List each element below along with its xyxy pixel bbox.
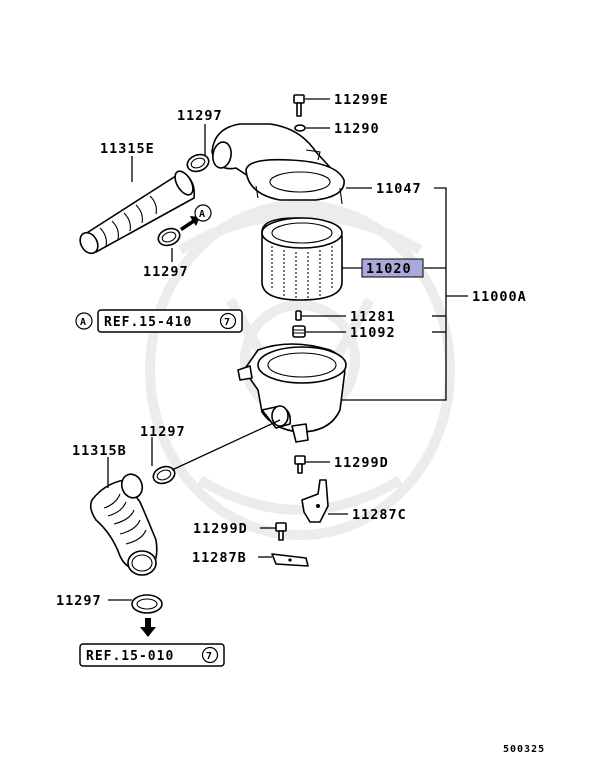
- label-11297-mid: 11297: [140, 424, 186, 440]
- reference-a-marker-text: A: [80, 317, 87, 328]
- reference-bottom-circled-text: 7: [206, 651, 213, 662]
- bracket-11287c: [301, 479, 329, 523]
- clamp-11297-mid: [152, 465, 176, 485]
- grommet-11281: [295, 310, 302, 321]
- label-11020: 11020: [366, 261, 412, 277]
- label-11047: 11047: [376, 181, 422, 197]
- bracket-11287b: [271, 553, 309, 567]
- label-11297-upper-left: 11297: [143, 264, 189, 280]
- reference-a[interactable]: A REF.15-410 7: [75, 309, 243, 333]
- label-11299d-right: 11299D: [334, 455, 389, 471]
- bolt-11299e: [293, 94, 305, 117]
- reference-a-box: [97, 309, 243, 333]
- clamp-11297-bottom: [131, 594, 163, 614]
- label-11315b: 11315B: [72, 443, 127, 459]
- label-11299e: 11299E: [334, 92, 389, 108]
- label-11315e: 11315E: [100, 141, 155, 157]
- hose-11315b: [89, 473, 158, 576]
- bolt-11299d-left: [275, 522, 287, 541]
- marker-a-circle: A: [194, 204, 212, 222]
- clamp-11297-top: [186, 153, 210, 173]
- label-11281: 11281: [350, 309, 396, 325]
- label-11287b: 11287B: [192, 550, 247, 566]
- clamp-11297-upper-left: [157, 227, 181, 247]
- bolt-11299d-right: [294, 455, 306, 474]
- diagram-code: 500325: [503, 744, 545, 755]
- intake-duct-cover-11047: [211, 123, 345, 205]
- arrow-to-marker-a: [180, 216, 200, 231]
- air-cleaner-case: [237, 343, 347, 443]
- reference-a-circled-text: 7: [224, 317, 231, 328]
- highlight-11020: [361, 258, 424, 278]
- label-11092: 11092: [350, 325, 396, 341]
- reference-a-circled: [219, 312, 237, 330]
- label-11297-top: 11297: [177, 108, 223, 124]
- clip-11092: [292, 325, 306, 338]
- reference-bottom-box: [79, 643, 225, 667]
- label-11297-bottom: 11297: [56, 593, 102, 609]
- label-11287c: 11287C: [352, 507, 407, 523]
- arrow-down-to-ref: [140, 618, 156, 637]
- hose-11315e: [79, 170, 196, 255]
- reference-a-text: REF.15-410: [104, 315, 192, 330]
- label-11000a: 11000A: [472, 289, 527, 305]
- filter-element-11020: [261, 217, 343, 301]
- reference-bottom[interactable]: REF.15-010 7: [79, 643, 225, 667]
- label-11290: 11290: [334, 121, 380, 137]
- reference-bottom-text: REF.15-010: [86, 649, 174, 664]
- reference-bottom-circled: [201, 646, 219, 664]
- leader-lines: [107, 98, 468, 601]
- reference-a-marker: [75, 312, 93, 330]
- marker-a-text: A: [199, 209, 206, 220]
- washer-11290: [294, 124, 306, 132]
- label-11299d-left: 11299D: [193, 521, 248, 537]
